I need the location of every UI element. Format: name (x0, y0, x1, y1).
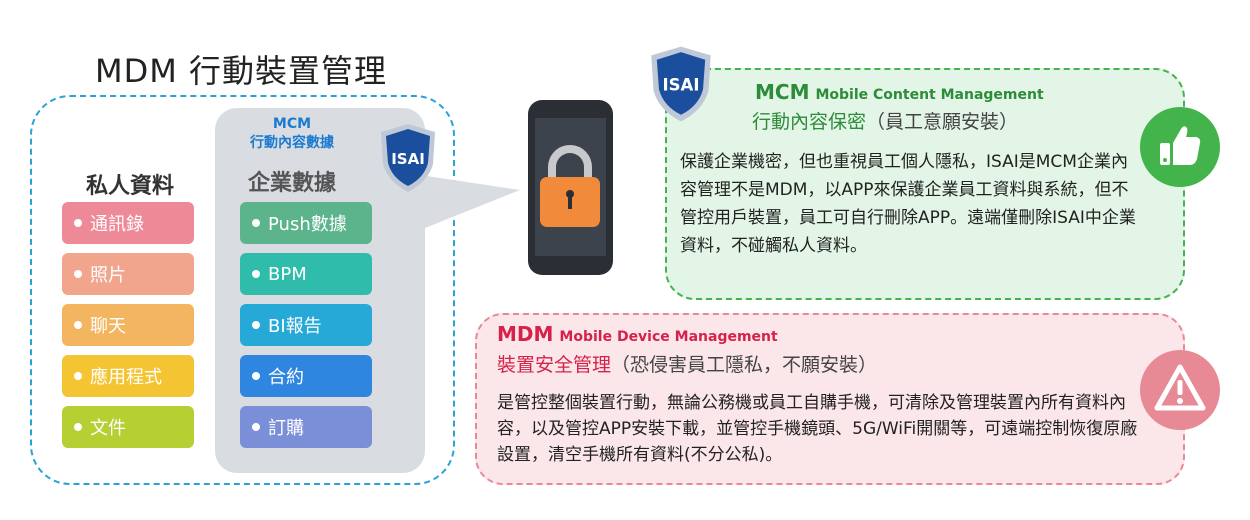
bullet-icon (74, 423, 82, 431)
speech-pointer (420, 175, 520, 230)
enterprise-item-label: BI報告 (268, 316, 322, 337)
enterprise-data-heading: 企業數據 (247, 171, 336, 196)
keyhole-slot (568, 195, 572, 209)
personal-item-contacts: 通訊錄 (62, 202, 194, 244)
enterprise-item-bi-report: BI報告 (240, 304, 372, 346)
thumbs-up-glyph (1160, 126, 1201, 165)
bullet-icon (74, 372, 82, 380)
mdm-subtitle: 裝置安全管理（恐侵害員工隱私，不願安裝） (497, 350, 877, 377)
isai-shield-icon: ISAI (381, 124, 435, 192)
mdm-info-box (475, 313, 1185, 485)
mdm-note: （恐侵害員工隱私，不願安裝） (611, 354, 878, 376)
enterprise-item-bpm: BPM (240, 253, 372, 295)
bullet-icon (74, 219, 82, 227)
enterprise-item-label: BPM (268, 263, 307, 285)
personal-item-photos: 照片 (62, 253, 194, 295)
mcm-cn-title: 行動內容保密 (752, 111, 867, 133)
mcm-note: （員工意願安裝） (866, 111, 1019, 133)
mcm-fullname: Mobile Content Management (815, 87, 1044, 103)
keyhole-icon (566, 190, 574, 198)
personal-data-heading: 私人資料 (85, 174, 174, 199)
warning-icon (1140, 350, 1220, 430)
mcm-abbr: MCM (755, 80, 810, 104)
personal-item-chat: 聊天 (62, 304, 194, 346)
personal-item-documents: 文件 (62, 406, 194, 448)
bullet-icon (252, 219, 260, 227)
enterprise-item-order: 訂購 (240, 406, 372, 448)
isai-badge-text: ISAI (663, 76, 700, 95)
page-title: MDM 行動裝置管理 (95, 52, 388, 90)
mdm-description: 是管控整個裝置行動，無論公務機或員工自購手機，可清除及管理裝置內所有資料內容，以… (497, 393, 1138, 465)
bullet-icon (252, 423, 260, 431)
bullet-icon (74, 321, 82, 329)
mdm-title: MDM Mobile Device Management (497, 322, 778, 346)
mcm-title: MCM Mobile Content Management (755, 80, 1044, 104)
mcm-subtitle: 行動內容保密（員工意願安裝） (752, 107, 1018, 134)
mdm-abbr: MDM (497, 322, 554, 346)
bullet-icon (252, 270, 260, 278)
warning-glyph (1154, 364, 1206, 411)
enterprise-item-label: Push數據 (268, 214, 347, 235)
bullet-icon (74, 270, 82, 278)
personal-item-label: 照片 (90, 265, 126, 286)
lock-shackle (548, 145, 592, 189)
mcm-abbr-label: MCM (272, 116, 312, 132)
thumbs-up-icon (1140, 107, 1220, 187)
bullet-icon (252, 372, 260, 380)
isai-badge-text: ISAI (391, 150, 425, 168)
enterprise-item-push: Push數據 (240, 202, 372, 244)
enterprise-item-label: 合約 (268, 367, 304, 388)
personal-item-label: 聊天 (90, 316, 126, 337)
personal-item-apps: 應用程式 (62, 355, 194, 397)
mcm-cn-label: 行動內容數據 (250, 135, 334, 151)
enterprise-item-label: 訂購 (268, 418, 304, 439)
mcm-description: 保護企業機密，但也重視員工個人隱私，ISAI是MCM企業內容管理不是MDM，以A… (680, 152, 1136, 256)
isai-shield-icon: ISAI (651, 46, 711, 122)
personal-item-label: 應用程式 (90, 367, 162, 388)
enterprise-item-contract: 合約 (240, 355, 372, 397)
bullet-icon (252, 321, 260, 329)
mdm-fullname: Mobile Device Management (559, 329, 778, 345)
mdm-cn-title: 裝置安全管理 (497, 354, 612, 376)
mdm-scope-frame (30, 95, 455, 485)
personal-item-label: 文件 (90, 418, 126, 439)
mcm-info-box (665, 68, 1185, 300)
personal-item-label: 通訊錄 (90, 214, 144, 235)
enterprise-mcm-label: MCM 行動內容數據 (217, 115, 367, 153)
